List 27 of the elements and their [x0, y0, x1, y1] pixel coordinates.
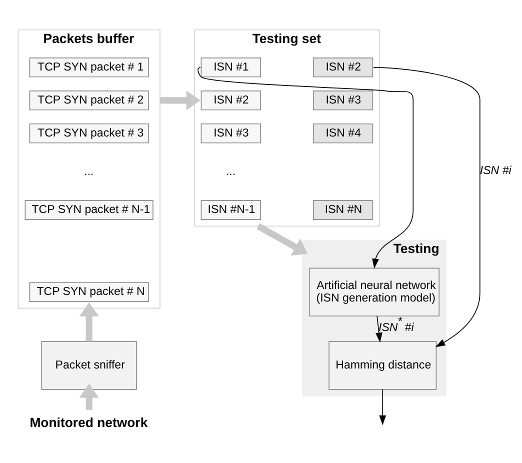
arrow: [373, 67, 480, 348]
node-box: TCP SYN packet # N-1: [24, 200, 154, 220]
label: ...: [84, 166, 94, 178]
arrow: [256, 223, 308, 256]
arrow: [376, 316, 382, 343]
node-box: ISN #2: [312, 58, 374, 78]
node-box: ISN #3: [200, 123, 261, 144]
node-box: ISN #3: [312, 90, 374, 110]
arrow: [79, 302, 99, 342]
node-box: ISN #N: [312, 200, 374, 220]
arrow: [379, 389, 386, 426]
node-box: ISN #4: [312, 123, 374, 144]
arrow: [79, 384, 99, 410]
label: ...: [226, 166, 236, 178]
node-box: ISN #N-1: [200, 200, 261, 220]
node-box: Artificial neural network (ISN generation model): [309, 268, 440, 316]
node-box: TCP SYN packet # 2: [29, 90, 149, 110]
arrow: [198, 67, 414, 269]
node-box: ISN #1: [200, 58, 261, 78]
node-box: Hamming distance: [328, 341, 437, 390]
node-box: ISN #2: [200, 90, 261, 110]
arrow: [160, 90, 200, 110]
node-box: TCP SYN packet # 1: [29, 58, 149, 78]
node-box: Packet sniffer: [41, 341, 137, 390]
node-text: Monitored network: [30, 415, 148, 430]
node-box: TCP SYN packet # N: [29, 282, 149, 302]
node-box: TCP SYN packet # 3: [29, 123, 149, 144]
